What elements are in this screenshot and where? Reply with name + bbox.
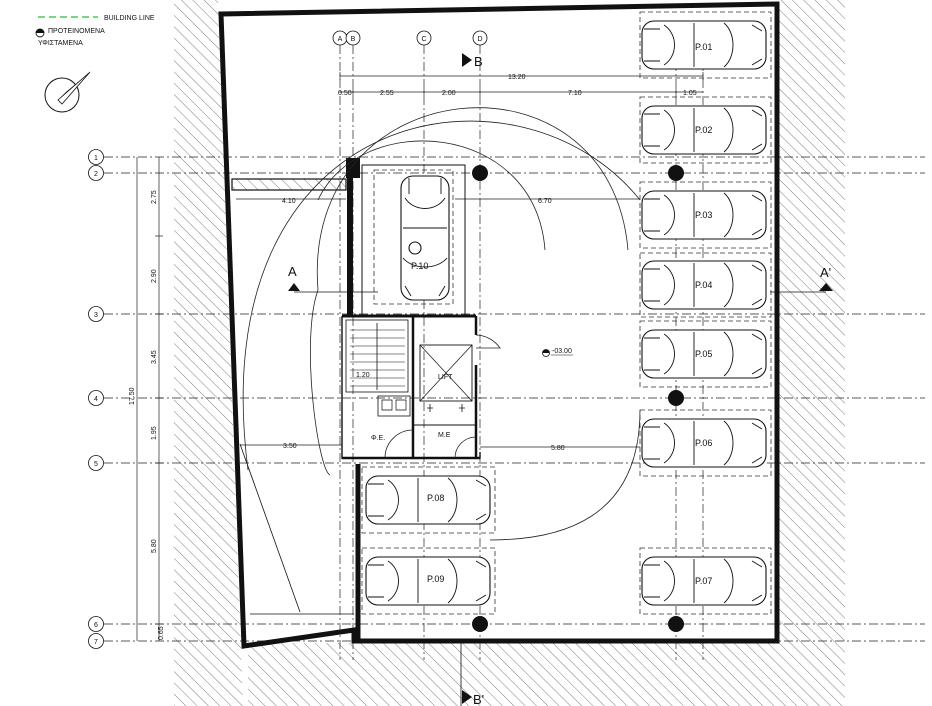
ramp-slab: [231, 178, 347, 191]
column-label-b: B: [351, 36, 356, 43]
parking-label-p04: P.04: [695, 280, 712, 290]
level-value: -03.00: [552, 348, 572, 355]
section-a-left-label: A: [288, 264, 297, 279]
parking-stall-p04: P.04: [639, 252, 772, 318]
column-label-c: C: [421, 36, 426, 43]
parking-label-p05: P.05: [695, 349, 712, 359]
dim-vseg-6: 0.65: [158, 626, 165, 640]
car-icon: [641, 260, 767, 310]
parking-stall-p02: P.02: [639, 96, 772, 164]
lift-label: LIFT: [438, 374, 453, 381]
site-hatch: [174, 0, 845, 706]
outer-wall: [218, 1, 780, 649]
parking-label-p06: P.06: [695, 438, 712, 448]
vertical-dimensions: 17.50 2.75 2.90 3.45 1.95 5.80 0.65: [129, 157, 165, 641]
car-icon: [641, 20, 767, 70]
parking-stall-p10: P.10: [361, 164, 466, 316]
parking-label-p08: P.08: [427, 493, 444, 503]
lift-control-icon: [408, 241, 422, 255]
car-icon: [641, 329, 767, 379]
dim-seg-3: 2.00: [442, 90, 456, 97]
row-label-6: 6: [94, 622, 98, 629]
parking-stall-p09: P.09: [361, 547, 496, 615]
parking-label-p02: P.02: [695, 125, 712, 135]
building-walls: [218, 1, 780, 649]
turning-arcs: [242, 107, 641, 541]
dim-seg-2: 2.55: [380, 90, 394, 97]
section-a-right-label: A': [820, 265, 831, 280]
dim-interior-left: 4.10: [282, 198, 296, 205]
section-a-right-icon: [819, 283, 833, 291]
level-mark: -03.00: [542, 348, 573, 357]
row-label-4: 4: [94, 396, 98, 403]
row-label-5: 5: [94, 461, 98, 468]
top-dimensions: 13.20 0.50 2.55 2.00 7.10 1.05: [338, 72, 704, 97]
legend: BUILDING LINE ΠΡΟΤΕΙΝΟΜΕΝΑ ΥΦΙΣΤΑΜΕΝΑ: [35, 15, 155, 47]
dim-seg-5: 1.05: [683, 90, 697, 97]
parking-label-p09: P.09: [427, 574, 444, 584]
dim-vseg-1: 2.75: [151, 190, 158, 204]
car-icon: [641, 190, 767, 240]
dim-vseg-3: 3.45: [151, 350, 158, 364]
interior-dimensions: 4.10 6.70 3.50 5.80: [236, 198, 640, 452]
column-label-a: A: [338, 36, 343, 43]
car-icon: [641, 556, 767, 606]
lift-shaft: LIFT: [419, 344, 473, 412]
parking-label-p10: P.10: [411, 261, 428, 271]
dim-seg-4: 7.10: [568, 90, 582, 97]
door-swings: [384, 334, 501, 459]
stair-dimension: 1.20: [356, 372, 370, 379]
columns: [472, 165, 684, 632]
fe-room-label: Φ.Ε.: [371, 435, 385, 442]
row-label-2: 2: [94, 171, 98, 178]
row-label-3: 3: [94, 312, 98, 319]
dim-vseg-5: 5.80: [151, 539, 158, 553]
parking-stall-p08: P.08: [361, 466, 496, 534]
parking-stall-p05: P.05: [639, 320, 772, 388]
dim-vseg-4: 1.95: [151, 426, 158, 440]
section-b-top-icon: [462, 53, 472, 67]
car-icon: [641, 105, 767, 155]
parking-label-p01: P.01: [695, 42, 712, 52]
row-grid-bubbles: 1 2 3 4 5 6 7: [88, 149, 104, 649]
dim-overall-width: 13.20: [508, 74, 526, 81]
car-icon: [365, 475, 491, 525]
section-b-bottom-label: B': [473, 692, 484, 706]
dim-seg-1: 0.50: [338, 90, 352, 97]
stair: 1.20: [345, 319, 411, 417]
row-label-1: 1: [94, 155, 98, 162]
me-room-label: M.E: [438, 432, 451, 439]
dim-lower-left: 3.50: [283, 443, 297, 450]
legend-proposed: ΠΡΟΤΕΙΝΟΜΕΝΑ: [48, 28, 105, 35]
parking-stall-p03: P.03: [639, 181, 772, 249]
north-arrow-icon: [44, 71, 91, 113]
parking-label-p07: P.07: [695, 576, 712, 586]
car-icon: [641, 418, 767, 468]
column-label-d1: D: [477, 36, 482, 43]
section-markers: A A' B B': [288, 53, 833, 706]
car-icon: [365, 556, 491, 606]
parking-stall-p07: P.07: [639, 547, 772, 615]
legend-building-line: BUILDING LINE: [104, 15, 155, 22]
section-b-top-label: B: [474, 54, 483, 69]
legend-existing: ΥΦΙΣΤΑΜΕΝΑ: [38, 40, 83, 47]
section-b-bottom-icon: [462, 690, 472, 704]
section-a-left-icon: [288, 283, 300, 291]
dim-overall-height: 17.50: [129, 387, 136, 405]
row-label-7: 7: [94, 639, 98, 646]
parking-label-p03: P.03: [695, 210, 712, 220]
car-icon: [400, 175, 450, 301]
parking-stall-p01: P.01: [639, 11, 772, 79]
dim-vseg-2: 2.90: [151, 269, 158, 283]
dim-lower-right: 5.80: [551, 445, 565, 452]
dim-interior-right: 6.70: [538, 198, 552, 205]
parking-stall-p06: P.06: [639, 409, 772, 477]
